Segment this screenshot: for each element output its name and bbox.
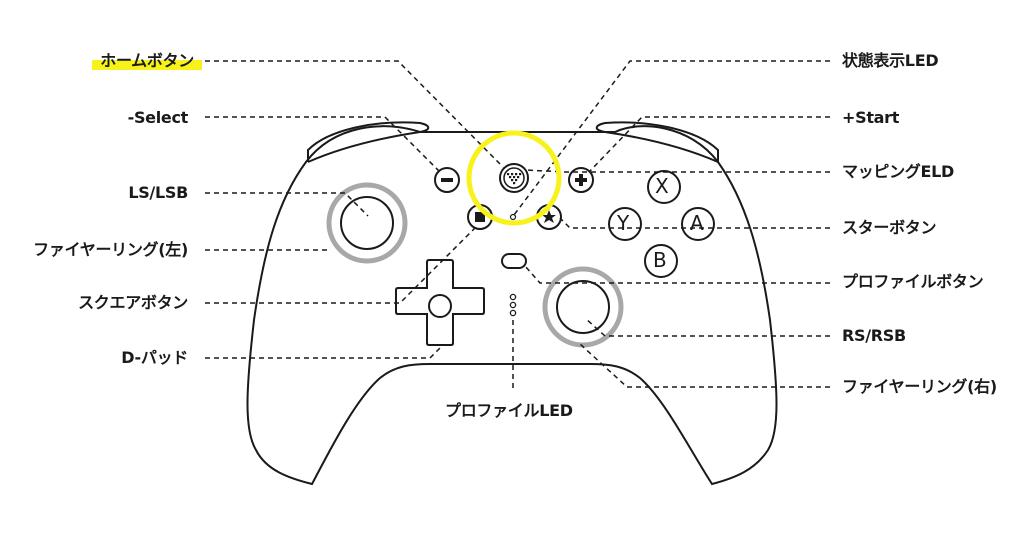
- label-select: -Select: [127, 108, 189, 127]
- label-rs-rsb: RS/RSB: [842, 326, 906, 345]
- y-button: [608, 207, 642, 241]
- label-mapping-led: マッピングELD: [842, 162, 955, 181]
- fire-ring-left: [326, 182, 408, 264]
- controller-body: [246, 121, 778, 486]
- y-button-label: Y: [617, 211, 629, 235]
- label-star-button: スターボタン: [842, 218, 937, 237]
- label-square-button: スクエアボタン: [78, 293, 188, 312]
- profile-button: [501, 253, 527, 269]
- b-button: [644, 244, 678, 278]
- a-button: [681, 207, 715, 241]
- home-heart-icon: [499, 163, 529, 193]
- status-led: [509, 213, 517, 221]
- a-button-label: A: [690, 211, 704, 235]
- label-start: +Start: [842, 108, 900, 127]
- label-status-led: 状態表示LED: [842, 51, 939, 70]
- label-profile-button: プロファイルボタン: [842, 272, 984, 291]
- label-profile-led: プロファイルLED: [445, 401, 573, 420]
- label-fire-ring-left: ファイヤーリング(左): [33, 240, 188, 259]
- home-highlight-ring: [466, 130, 562, 226]
- right-stick: [556, 280, 610, 334]
- x-button: [647, 170, 681, 204]
- label-home-button: ホームボタン: [92, 51, 202, 71]
- fire-ring-right: [542, 266, 624, 348]
- label-ls-lsb: LS/LSB: [128, 183, 188, 202]
- label-dpad: D-パッド: [121, 348, 188, 367]
- dpad: [395, 259, 485, 346]
- x-button-label: X: [655, 174, 669, 198]
- b-button-label: B: [653, 248, 667, 272]
- label-fire-ring-right: ファイヤーリング(右): [842, 377, 997, 396]
- left-stick: [340, 196, 394, 250]
